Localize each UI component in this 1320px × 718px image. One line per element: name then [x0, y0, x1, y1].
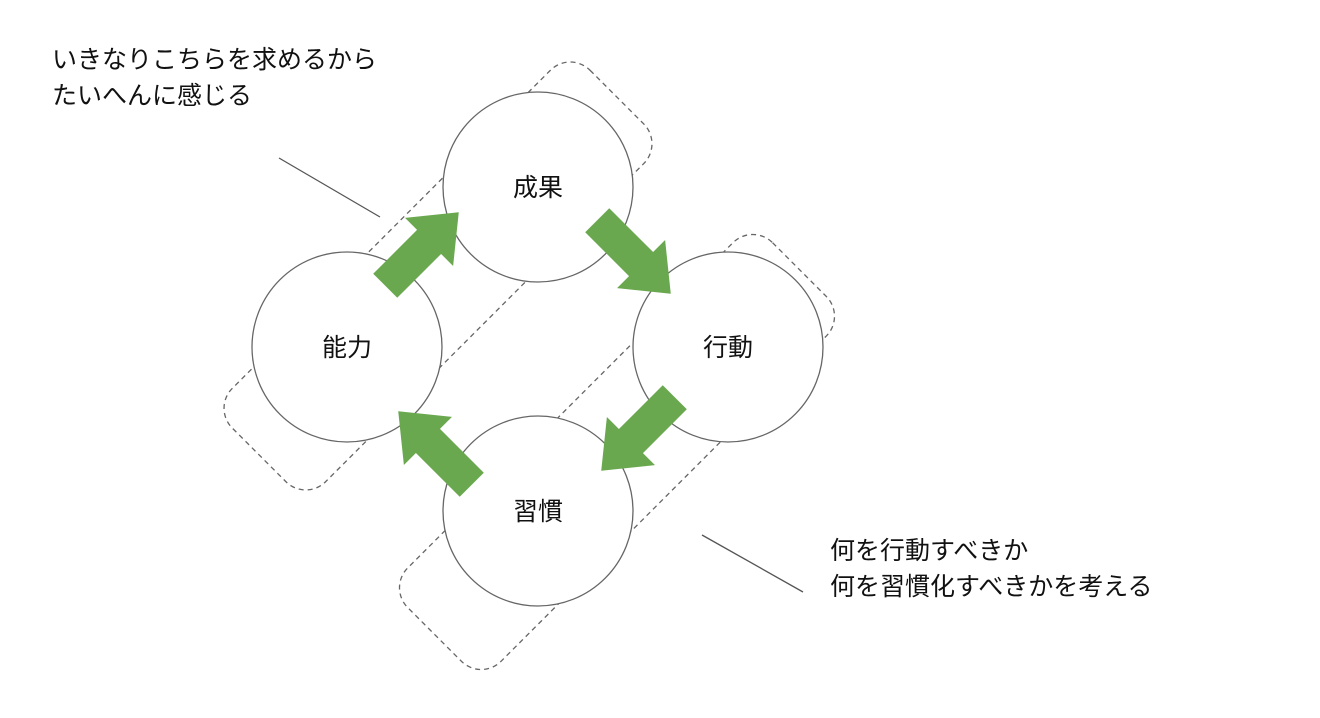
arrow-ability-to-result — [373, 212, 459, 298]
note-bottom-line-2: 何を習慣化すべきかを考える — [830, 572, 1153, 601]
node-circle-habit — [442, 415, 634, 607]
node-circle-result — [442, 91, 634, 283]
note-top-connector — [278, 157, 381, 218]
node-label-result: 成果 — [513, 173, 563, 202]
arrow-habit-to-ability — [398, 411, 484, 497]
note-top-line-1: いきなりこちらを求めるから — [52, 45, 378, 74]
note-bottom-connector — [701, 534, 804, 593]
note-top: いきなりこちらを求めるから たいへんに感じる — [52, 42, 377, 114]
node-circle-ability — [251, 251, 443, 443]
node-label-ability: 能力 — [322, 333, 372, 362]
node-label-habit: 習慣 — [513, 497, 563, 526]
note-bottom: 何を行動すべきか 何を習慣化すべきかを考える — [830, 533, 1153, 605]
group-outline-ability-result — [223, 61, 653, 491]
arrow-result-to-action — [585, 208, 671, 294]
arrow-action-to-habit — [601, 385, 687, 471]
node-label-action: 行動 — [703, 333, 753, 362]
group-outline-action-habit — [398, 233, 836, 671]
note-bottom-line-1: 何を行動すべきか — [830, 536, 1029, 565]
note-top-line-2: たいへんに感じる — [52, 81, 253, 110]
node-circle-action — [632, 251, 824, 443]
